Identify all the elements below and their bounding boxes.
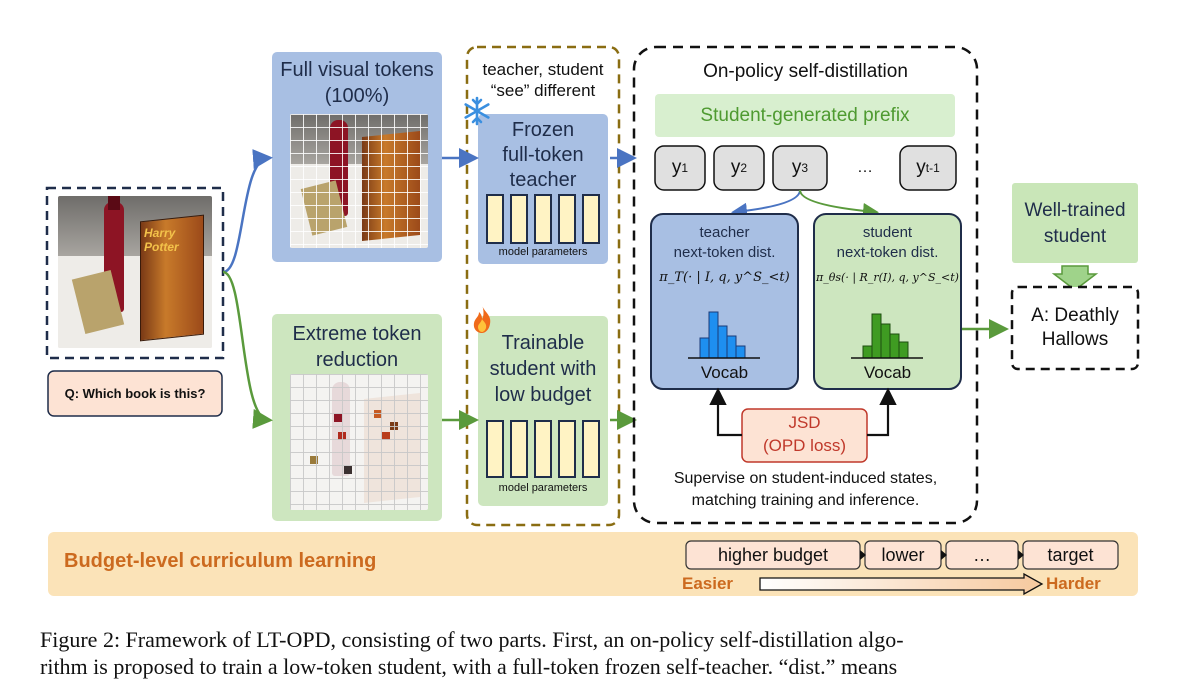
arrow-y3-to-teacher-dist — [731, 189, 801, 219]
reduced-tokens-photo — [290, 374, 428, 510]
arrow-jsd-to-teacher — [709, 387, 742, 437]
student-dist-line-1: student — [862, 223, 913, 241]
curriculum-title: Budget-level curriculum learning — [64, 550, 377, 572]
answer-line-1: A: Deathly — [1031, 305, 1119, 326]
input-photo: Harry Potter — [58, 196, 212, 348]
caption-line-1: Figure 2: Framework of LT-OPD, consistin… — [40, 627, 904, 652]
answer-line-2: Hallows — [1041, 329, 1109, 350]
middle-header-1: teacher, student — [482, 60, 604, 79]
well-trained-box — [1012, 183, 1138, 263]
teacher-line-3: teacher — [509, 168, 577, 191]
teacher-dist-line-1: teacher — [699, 223, 750, 241]
step-3: … — [973, 544, 991, 565]
teacher-line-1: Frozen — [511, 118, 575, 141]
down-arrow — [1051, 265, 1099, 291]
caption-line-2: rithm is proposed to train a low-token s… — [40, 654, 898, 679]
token-box-t — [899, 145, 957, 191]
arrow-jsd-to-student — [867, 387, 897, 437]
harder-label: Harder — [1046, 574, 1101, 593]
flame-icon — [473, 305, 491, 333]
token-box-1 — [654, 145, 706, 191]
student-line-1: Trainable — [501, 331, 585, 354]
teacher-vocab-label: Vocab — [700, 363, 749, 382]
full-tokens-photo — [290, 114, 428, 248]
student-line-2: student with — [489, 357, 597, 380]
token-box-2 — [713, 145, 765, 191]
question-text: Q: Which book is this? — [64, 386, 206, 401]
student-params — [486, 420, 600, 480]
student-histogram — [851, 313, 923, 359]
prefix-label: Student-generated prefix — [700, 104, 910, 126]
middle-panel — [465, 45, 621, 527]
snowflake-icon — [464, 96, 490, 126]
teacher-params — [486, 194, 600, 244]
prefix-box — [655, 94, 955, 137]
student-vocab-label: Vocab — [863, 363, 912, 382]
easier-label: Easier — [682, 574, 734, 593]
step-2: lower — [881, 544, 925, 565]
middle-header-2: “see” different — [490, 81, 596, 100]
teacher-histogram — [688, 311, 760, 359]
teacher-params-label: model parameters — [498, 246, 588, 258]
teacher-formula: π_T(· | I, q, y^S_<t) — [659, 269, 790, 285]
teacher-line-2: full-token — [502, 143, 584, 166]
reduced-tokens-title-2: reduction — [315, 348, 399, 371]
arrow-to-full — [222, 149, 273, 274]
jsd-line-1: JSD — [788, 413, 821, 432]
step-4: target — [1047, 544, 1094, 565]
student-params-label: model parameters — [498, 482, 588, 494]
answer-box — [1010, 285, 1140, 371]
student-dist-line-2: next-token dist. — [836, 243, 939, 261]
opd-note-1: Supervise on student-induced states, — [673, 470, 938, 487]
arrow-to-reduced — [222, 270, 273, 429]
opd-note-2: matching training and inference. — [691, 492, 920, 509]
well-trained-line-2: student — [1043, 226, 1107, 247]
reduced-tokens-title-1: Extreme token — [292, 322, 422, 345]
figure-caption: Figure 2: Framework of LT-OPD, consistin… — [40, 626, 1150, 680]
arrow-y3-to-student-dist — [799, 189, 879, 219]
full-tokens-title-1: Full visual tokens — [280, 58, 434, 81]
token-ellipsis: … — [857, 159, 873, 176]
opd-title: On-policy self-distillation — [703, 61, 908, 82]
well-trained-line-1: Well-trained — [1024, 200, 1126, 221]
full-tokens-title-2: (100%) — [324, 84, 390, 107]
opd-panel — [632, 45, 979, 525]
jsd-line-2: (OPD loss) — [762, 436, 847, 455]
student-formula: π_θs(· | R_r(I), q, y^S_<t) — [816, 270, 959, 284]
student-line-3: low budget — [494, 383, 592, 406]
teacher-dist-line-2: next-token dist. — [673, 243, 776, 261]
question-box — [47, 370, 223, 417]
difficulty-arrow — [759, 572, 1044, 596]
step-1: higher budget — [717, 544, 829, 565]
